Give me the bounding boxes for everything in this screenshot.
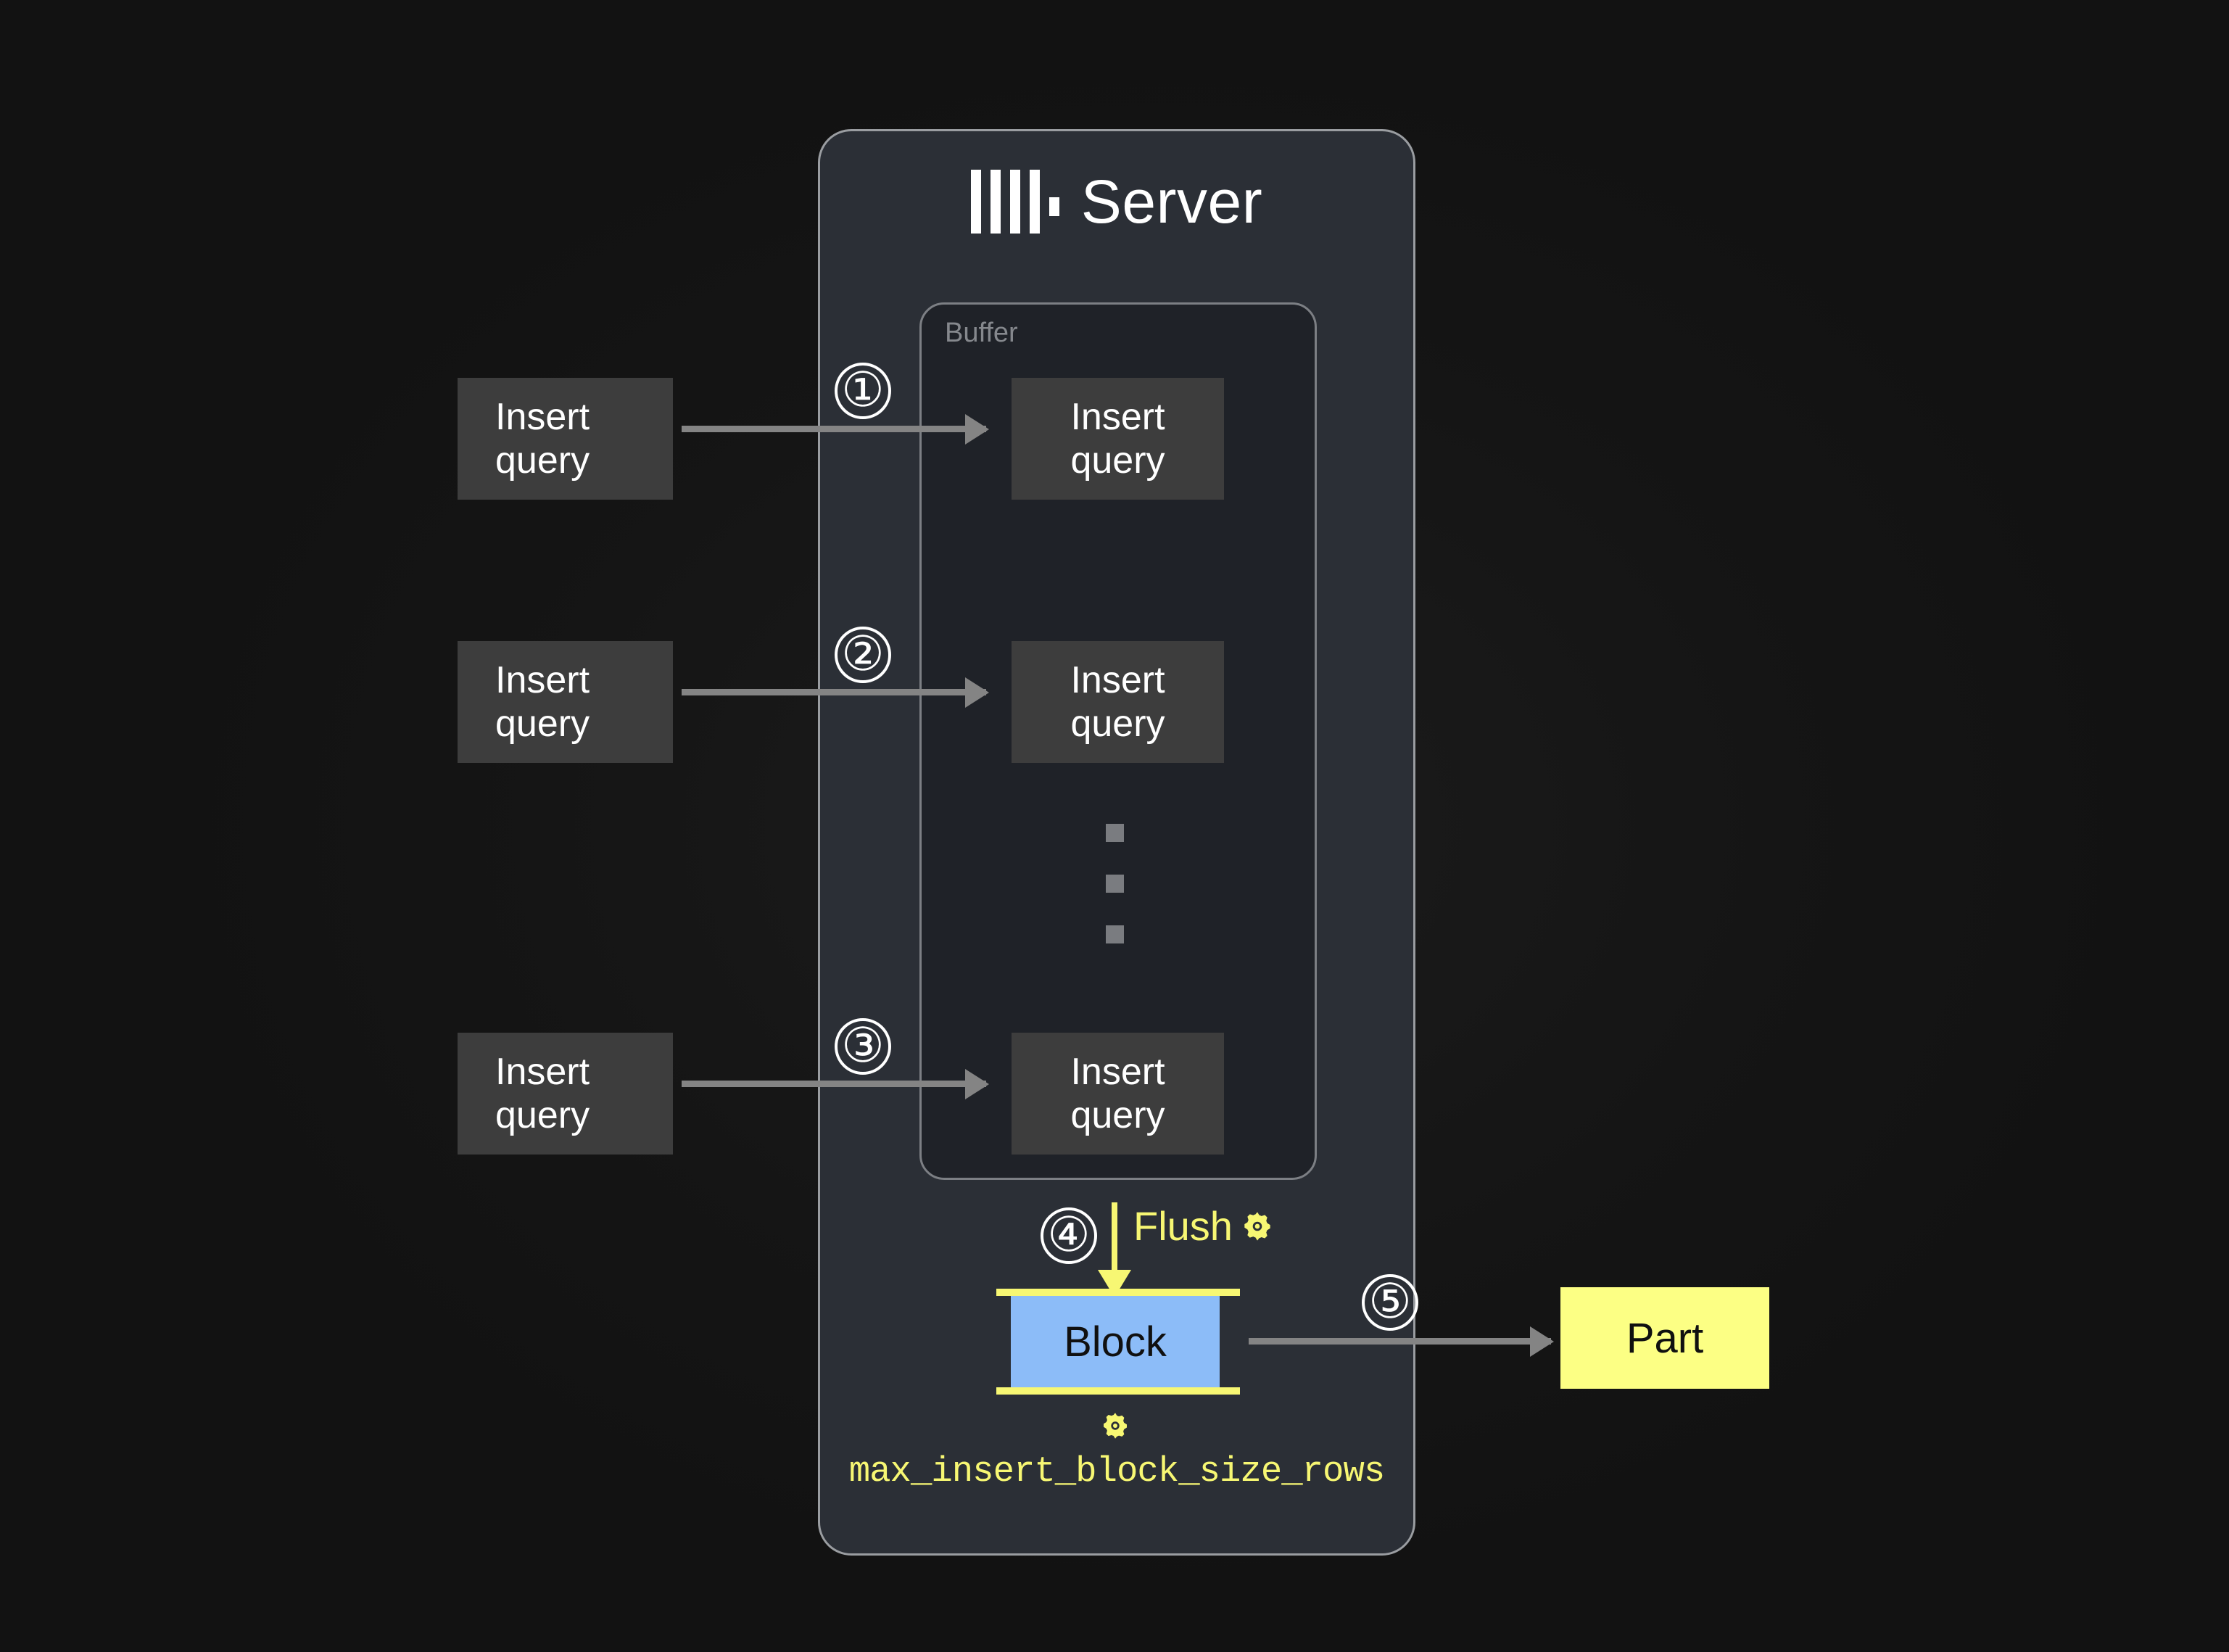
arrow-insert-to-buffer-1: [682, 426, 986, 432]
gear-icon: [1101, 1412, 1129, 1440]
block-box: Block: [1011, 1296, 1220, 1387]
insert-query-line-1: Insert: [495, 396, 590, 438]
insert-query-line-1: Insert: [495, 1051, 590, 1093]
ellipsis-dot: [1106, 824, 1124, 842]
flush-arrow: [1112, 1202, 1117, 1272]
insert-query-line-2: query: [495, 439, 590, 482]
step-number-5: ⑤: [1362, 1274, 1418, 1331]
insert-query-line-1: Insert: [1070, 1051, 1165, 1093]
insert-query-line-1: Insert: [495, 659, 590, 701]
insert-query-line-1: Insert: [1070, 659, 1165, 701]
step-number-2: ②: [835, 627, 891, 683]
insert-query-line-2: query: [495, 1094, 590, 1136]
insert-query-line-2: query: [1070, 439, 1165, 482]
insert-query-line-2: query: [1070, 1094, 1165, 1136]
arrow-insert-to-buffer-2: [682, 689, 986, 695]
flush-label: Flush: [1133, 1203, 1233, 1249]
incoming-insert-query-1: Insert query: [458, 378, 673, 500]
step-number-3: ③: [835, 1018, 891, 1075]
insert-query-line-1: Insert: [1070, 396, 1165, 438]
server-title: Server: [818, 163, 1415, 239]
logo-bar-2: [990, 169, 1001, 234]
gear-icon: [1242, 1211, 1273, 1242]
logo-bar-3: [1009, 169, 1020, 234]
logo-dash: [1049, 197, 1059, 216]
part-box: Part: [1560, 1287, 1769, 1389]
arrow-insert-to-buffer-3: [682, 1081, 986, 1087]
step-number-1: ①: [835, 363, 891, 419]
buffered-insert-query-3: Insert query: [1012, 1033, 1224, 1155]
buffered-insert-query-1: Insert query: [1012, 378, 1224, 500]
ellipsis-dot: [1106, 875, 1124, 893]
logo-bar-1: [970, 169, 981, 234]
flush-label-group: Flush: [1133, 1206, 1273, 1247]
logo-bar-4: [1029, 169, 1040, 234]
ellipsis-dot: [1106, 925, 1124, 943]
step-number-4: ④: [1041, 1207, 1097, 1264]
block-boundary-line-top: [996, 1289, 1240, 1296]
block-boundary-line-bottom: [996, 1387, 1240, 1395]
buffer-label: Buffer: [945, 318, 1018, 348]
clickhouse-logo-icon: [970, 169, 1059, 234]
incoming-insert-query-3: Insert query: [458, 1033, 673, 1155]
server-title-label: Server: [1080, 167, 1263, 236]
buffered-insert-query-2: Insert query: [1012, 641, 1224, 763]
insert-query-line-2: query: [1070, 703, 1165, 745]
incoming-insert-query-2: Insert query: [458, 641, 673, 763]
insert-query-line-2: query: [495, 703, 590, 745]
setting-name-label: max_insert_block_size_rows: [848, 1451, 1386, 1492]
arrow-block-to-part: [1249, 1338, 1551, 1345]
